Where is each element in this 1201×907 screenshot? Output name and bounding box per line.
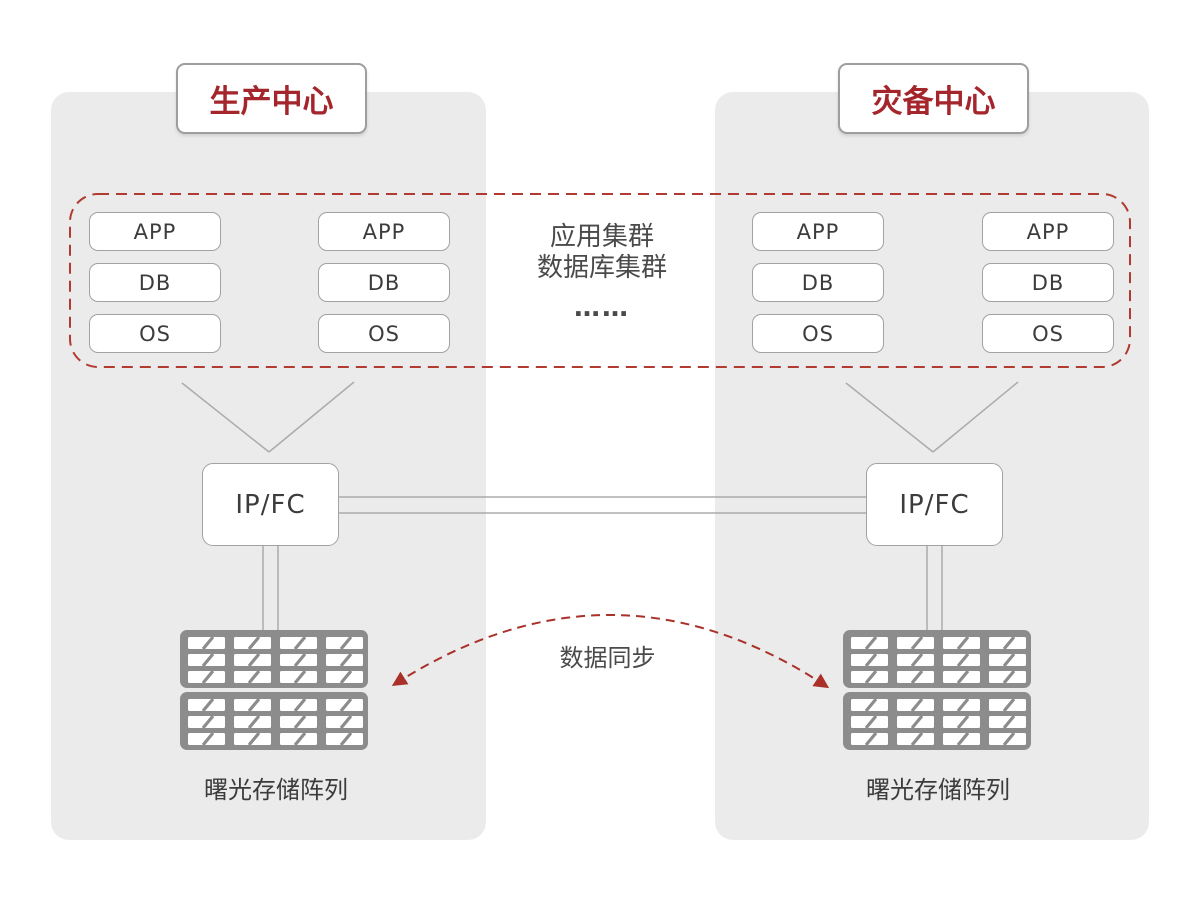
db-box: DB xyxy=(982,263,1114,302)
ipfc-switch: IP/FC xyxy=(202,463,339,546)
switch-to-switch-link xyxy=(339,496,866,514)
cluster-dashed-border xyxy=(69,193,1131,368)
storage-array-label: 曙光存储阵列 xyxy=(866,776,1010,804)
app-box: APP xyxy=(752,212,884,251)
db-box: DB xyxy=(89,263,221,302)
cluster-annotation: 应用集群 数据库集群 …… xyxy=(480,222,724,323)
cluster-annotation-line2: 数据库集群 xyxy=(536,253,667,283)
app-box: APP xyxy=(89,212,221,251)
ipfc-switch: IP/FC xyxy=(866,463,1003,546)
cluster-annotation-line1: 应用集群 xyxy=(549,222,654,252)
storage-array-label: 曙光存储阵列 xyxy=(204,776,348,804)
storage-array-icon xyxy=(841,628,1033,752)
storage-array-icon xyxy=(178,628,370,752)
db-box: DB xyxy=(752,263,884,302)
os-box: OS xyxy=(89,314,221,353)
cluster-annotation-ellipsis: …… xyxy=(574,293,630,323)
data-sync-arrow xyxy=(391,614,830,689)
stack-to-switch-connectors xyxy=(181,381,1019,453)
disaster-center-title: 灾备中心 xyxy=(838,63,1029,134)
app-box: APP xyxy=(982,212,1114,251)
db-box: DB xyxy=(318,263,450,302)
switch-to-storage-links xyxy=(262,546,943,630)
os-box: OS xyxy=(318,314,450,353)
app-box: APP xyxy=(318,212,450,251)
production-center-title: 生产中心 xyxy=(176,63,367,134)
os-box: OS xyxy=(752,314,884,353)
os-box: OS xyxy=(982,314,1114,353)
data-sync-label: 数据同步 xyxy=(559,644,656,672)
